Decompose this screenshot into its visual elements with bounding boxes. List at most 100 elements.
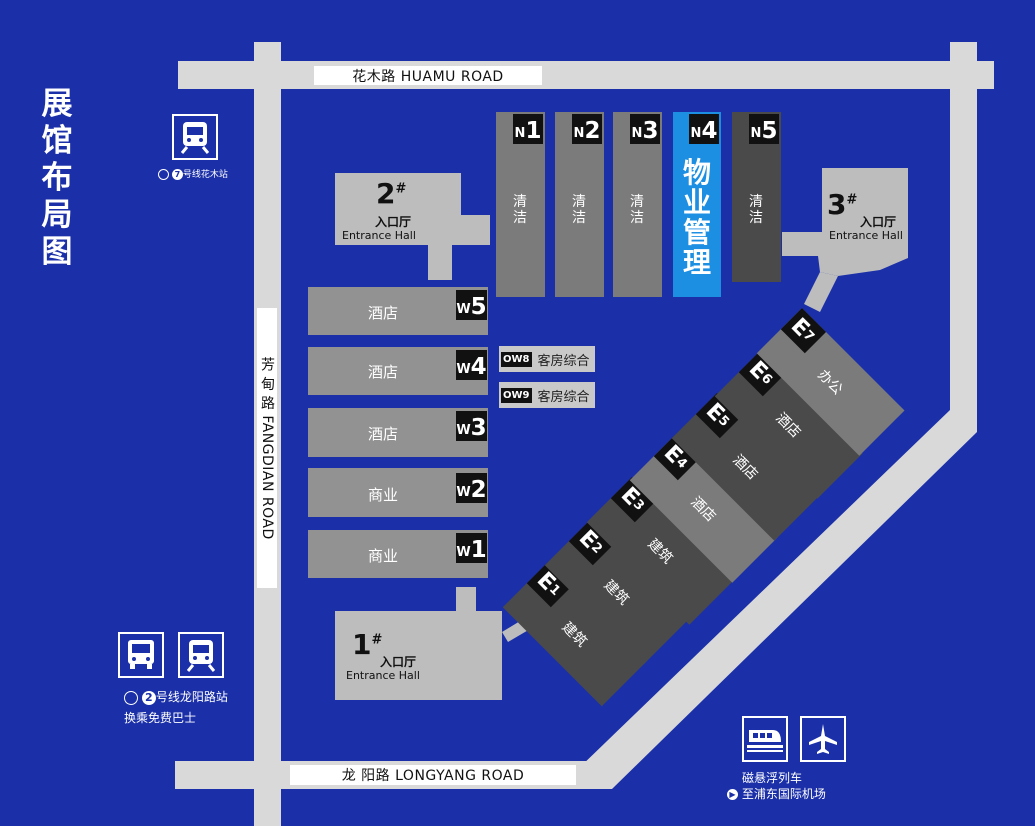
entrance-2-mark: #	[395, 181, 407, 197]
badge-w5-code: W	[456, 302, 471, 317]
metro-logo-icon	[158, 169, 169, 180]
entrance-hall-2-shape	[335, 173, 490, 280]
maglev-icon-box	[742, 716, 788, 762]
maglev-sub: 至浦东国际机场	[741, 787, 826, 801]
room-ow8[interactable]: OW8 客房综合	[499, 346, 595, 372]
badge-n3-code: N	[631, 126, 643, 141]
hall-w1-label: 商业	[367, 546, 398, 565]
airplane-icon-box	[800, 716, 846, 762]
hall-n5-label: 清洁	[749, 194, 763, 226]
hall-e6-label: 酒店	[772, 410, 804, 442]
road-diagonal	[577, 410, 977, 789]
entrance-3-en: Entrance Hall	[829, 229, 903, 242]
badge-w3-code: W	[456, 423, 471, 438]
badge-n3-num: 3	[642, 118, 659, 144]
airplane-icon	[809, 724, 837, 754]
hall-w4-label: 酒店	[367, 362, 398, 381]
entrance-hall-3-shape	[782, 168, 908, 276]
entrance-2-num-text: 2	[376, 177, 396, 210]
entrance-2-cn: 入口厅	[375, 215, 412, 229]
badge-n4-num: 4	[701, 118, 718, 144]
badge-n2-num: 2	[584, 118, 601, 144]
entrance-3-mark: #	[846, 192, 858, 208]
entrance-1-en: Entrance Hall	[346, 669, 420, 682]
metro7-line-num: 7	[171, 169, 183, 180]
badge-n5-num: 5	[761, 118, 778, 144]
badge-w2-num: 2	[470, 477, 487, 503]
hall-n3-label: 清洁	[630, 194, 644, 226]
hall-n2-label: 清洁	[572, 194, 586, 226]
metro7-icon-box	[172, 114, 218, 160]
hall-e5-label: 酒店	[729, 452, 761, 484]
room-ow9-tag: OW9	[501, 387, 532, 403]
bus-icon	[128, 640, 154, 669]
road-label-north: 花木路 HUAMU ROAD	[314, 66, 542, 85]
hall-e4-label: 酒店	[687, 494, 719, 526]
metro2-text: 号线龙阳路站	[155, 690, 228, 704]
entrance-1-mark: #	[371, 632, 383, 648]
entrance-2-num: 2#	[376, 177, 406, 210]
entrance-hall-3[interactable]: 3# 入口厅 Entrance Hall	[822, 168, 908, 258]
entrance-hall-1[interactable]: 1# 入口厅 Entrance Hall	[335, 611, 502, 700]
hall-w5-label: 酒店	[367, 303, 398, 322]
road-label-south: 龙 阳路 LONGYANG ROAD	[290, 765, 576, 785]
hall-w2-label: 商业	[367, 486, 398, 504]
badge-w4-num: 4	[470, 354, 487, 380]
metro2-bus-icon-box	[118, 632, 164, 678]
entrance-2-en: Entrance Hall	[342, 229, 416, 242]
badge-n1-code: N	[514, 126, 526, 141]
badge-w4-code: W	[456, 362, 471, 377]
metro-train-icon	[186, 640, 216, 672]
entrance-1-cn: 入口厅	[380, 655, 417, 669]
badge-w1-num: 1	[470, 537, 487, 563]
badge-w5-num: 5	[470, 294, 487, 320]
entrance-3-num-text: 3	[827, 188, 847, 221]
badge-w2-code: W	[456, 485, 471, 500]
badge-w3-num: 3	[470, 415, 487, 441]
metro2-line-num: 2	[141, 691, 156, 705]
metro-logo-icon	[124, 690, 138, 705]
entrance-hall-2[interactable]: 2# 入口厅 Entrance Hall	[335, 173, 461, 245]
metro7-text: 号线花木站	[182, 170, 228, 180]
badge-n4-code: N	[690, 126, 702, 141]
badge-n5-code: N	[750, 126, 762, 141]
badge-w1-code: W	[456, 545, 471, 560]
metro2-sub: 换乘免费巴士	[124, 711, 197, 725]
badge-n2-code: N	[573, 126, 585, 141]
entrance-1-num: 1#	[352, 628, 382, 661]
entrance-3-connector	[804, 272, 838, 312]
hall-e1-label: 建筑	[558, 619, 590, 651]
road-north	[178, 61, 994, 89]
arrow-right-icon: ▶	[727, 789, 738, 800]
map-title-text: 展馆布局图	[41, 86, 73, 270]
hall-n4-label: 物业管理	[682, 156, 711, 279]
road-east	[950, 42, 977, 422]
hall-w3-label: 酒店	[367, 425, 398, 443]
metro-train-icon	[180, 122, 210, 154]
hall-e7-label: 办公	[814, 367, 846, 399]
room-ow8-tag: OW8	[501, 351, 532, 367]
room-ow8-label: 客房综合	[537, 353, 590, 369]
hall-e2-label: 建筑	[600, 577, 632, 609]
entrance-3-num: 3#	[827, 188, 857, 221]
entrance-hall-1-shape	[335, 587, 502, 700]
entrance-3-cn: 入口厅	[860, 215, 897, 229]
room-ow9-label: 客房综合	[537, 389, 590, 405]
badge-n1-num: 1	[525, 118, 542, 144]
maglev-sub-row: ▶ 至浦东国际机场	[727, 785, 826, 802]
road-label-west: 芳 甸 路 FANGDIAN ROAD	[257, 308, 277, 588]
room-ow9[interactable]: OW9 客房综合	[499, 382, 595, 408]
hall-n1-label: 清洁	[513, 194, 527, 226]
maglev-train-icon	[747, 730, 783, 752]
